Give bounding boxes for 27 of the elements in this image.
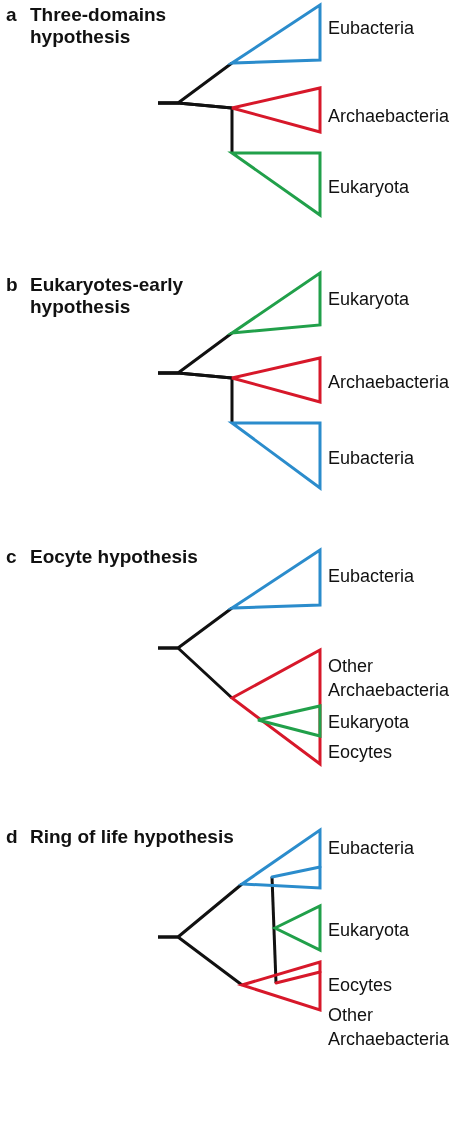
panel-title: Eocyte hypothesis: [30, 546, 199, 568]
panel-letter: a: [6, 4, 17, 26]
clade-label: Eocytes: [328, 741, 393, 764]
clade-label: Eubacteria: [328, 837, 415, 860]
panel-letter: b: [6, 274, 18, 296]
tree-branch: [270, 876, 278, 984]
tree-branch: [158, 101, 234, 153]
clade-label: Eubacteria: [328, 447, 415, 470]
clade-label: Eubacteria: [328, 565, 415, 588]
panel-title: Ring of life hypothesis: [30, 826, 235, 848]
clade-label: Eukaryota: [328, 919, 410, 942]
panel-title: Eukaryotes-early hypothesis: [30, 274, 185, 318]
clade-label: Other Archaebacteria: [328, 1004, 451, 1051]
clade-label: Eubacteria: [328, 17, 415, 40]
clade-label: Other Archaebacteria: [328, 655, 451, 702]
clade-label: Archaebacteria: [328, 105, 450, 128]
tree-branch: [158, 371, 234, 423]
panel-title: Three-domains hypothesis: [30, 4, 168, 48]
tree-branch: [158, 935, 243, 987]
clade-label: Eukaryota: [328, 711, 410, 734]
panel-letter: d: [6, 826, 18, 848]
clade-label: Archaebacteria: [328, 371, 450, 394]
clade-label: Eukaryota: [328, 288, 410, 311]
tree-branch: [158, 646, 233, 700]
panel-letter: c: [6, 546, 17, 568]
clade-label: Eocytes: [328, 974, 393, 997]
clade-label: Eukaryota: [328, 176, 410, 199]
